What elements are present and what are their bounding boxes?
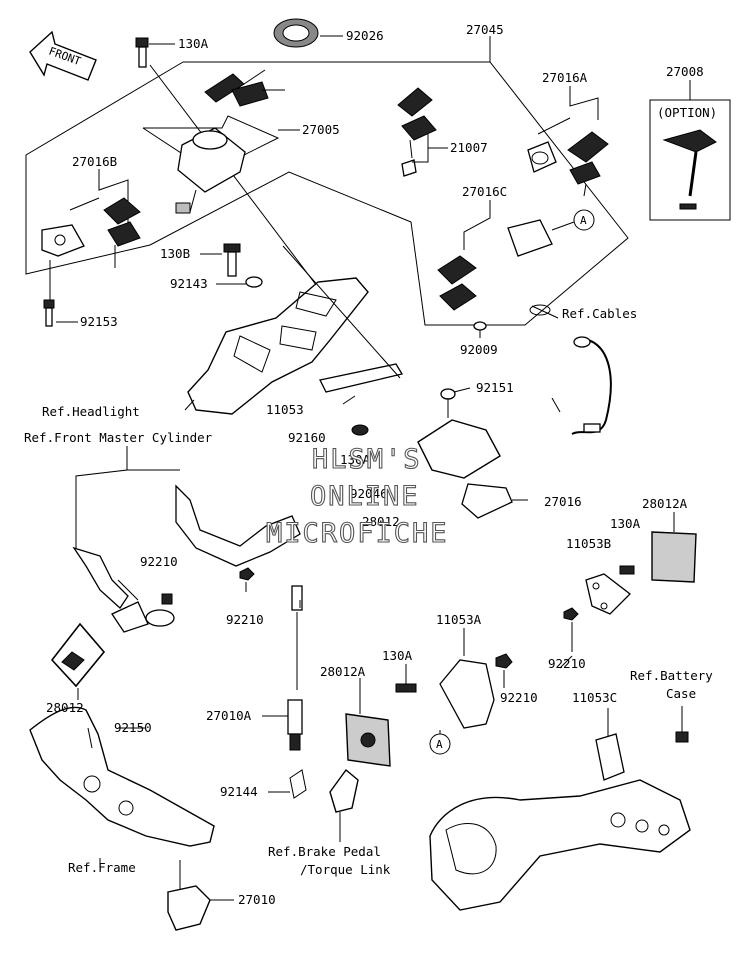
ref-battery-label-1: Ref.Battery bbox=[630, 668, 713, 683]
callout-28012-left: 28012 bbox=[46, 700, 84, 715]
callout-92151: 92151 bbox=[476, 380, 514, 395]
callout-130a-right: 130A bbox=[610, 516, 641, 531]
ref-cables-label: Ref.Cables bbox=[562, 306, 637, 321]
bracket-11053b bbox=[563, 565, 635, 652]
battery-case-frame bbox=[429, 779, 691, 911]
callout-92009: 92009 bbox=[460, 342, 498, 357]
upper-bracket bbox=[184, 245, 404, 436]
callout-28012a-right: 28012A bbox=[642, 496, 688, 511]
nut-92210-middle bbox=[239, 567, 255, 592]
callout-92160: 92160 bbox=[288, 430, 326, 445]
reflector-28012-left bbox=[50, 622, 106, 700]
ref-frame-label: Ref.Frame bbox=[68, 860, 136, 875]
watermark-line-2: ONLINE bbox=[310, 481, 420, 512]
callout-21007: 21007 bbox=[450, 140, 488, 155]
ref-headlight-label: Ref.Headlight bbox=[42, 404, 140, 419]
circle-a-low-label: A bbox=[436, 738, 443, 751]
key-set-21007 bbox=[397, 87, 448, 177]
callout-27045: 27045 bbox=[466, 22, 504, 37]
screw-92151 bbox=[440, 388, 456, 418]
callout-11053c: 11053C bbox=[572, 690, 617, 705]
screw-92009 bbox=[473, 321, 487, 338]
lock-bracket-27016 bbox=[417, 419, 528, 519]
ref-brake-label-1: Ref.Brake Pedal bbox=[268, 844, 381, 859]
key-set-27016b bbox=[41, 169, 141, 327]
key-set-27016a bbox=[527, 86, 609, 197]
front-arrow-icon: FRONT bbox=[29, 30, 97, 81]
cable-ref-cables bbox=[529, 304, 612, 435]
circle-a-top-label: A bbox=[580, 214, 587, 227]
callout-92143: 92143 bbox=[170, 276, 208, 291]
callout-27010a: 27010A bbox=[206, 708, 252, 723]
callout-27016c: 27016C bbox=[462, 184, 507, 199]
callout-130a-top: 130A bbox=[178, 36, 209, 51]
callout-27005: 27005 bbox=[302, 122, 340, 137]
ref-battery-label-2: Case bbox=[666, 686, 696, 701]
callout-92153: 92153 bbox=[80, 314, 118, 329]
key-set-27005 bbox=[142, 69, 300, 173]
callout-27008: 27008 bbox=[666, 64, 704, 79]
callout-130a-mid: 130A bbox=[340, 452, 371, 467]
callout-27016: 27016 bbox=[544, 494, 582, 509]
frame-left bbox=[29, 706, 215, 868]
switch-27010 bbox=[167, 860, 234, 931]
callout-92046: 92046 bbox=[350, 486, 388, 501]
callout-130a-low: 130A bbox=[382, 648, 413, 663]
reflector-28012a-right bbox=[651, 512, 697, 583]
ignition-switch-body bbox=[175, 127, 246, 214]
callout-92210-c: 92210 bbox=[548, 656, 586, 671]
callout-92210-b: 92210 bbox=[226, 612, 264, 627]
ref-front-master-label: Ref.Front Master Cylinder bbox=[24, 430, 213, 445]
callout-130b: 130B bbox=[160, 246, 190, 261]
switch-27010a bbox=[262, 585, 359, 842]
callout-28012a-low: 28012A bbox=[320, 664, 366, 679]
callout-92144: 92144 bbox=[220, 784, 258, 799]
callout-11053b: 11053B bbox=[566, 536, 611, 551]
option-key-box bbox=[649, 80, 731, 221]
watermark-line-1: HLSM'S bbox=[312, 444, 422, 475]
callout-11053: 11053 bbox=[266, 402, 304, 417]
key-set-27016c bbox=[437, 200, 595, 311]
reflector-28012a-low bbox=[345, 678, 391, 767]
bolt-130b bbox=[200, 243, 263, 288]
callout-92150: 92150 bbox=[114, 720, 152, 735]
bracket-11053a bbox=[395, 628, 513, 755]
callout-27010: 27010 bbox=[238, 892, 276, 907]
callout-28012-mid: 28012 bbox=[362, 514, 400, 529]
callout-27016b: 27016B bbox=[72, 154, 117, 169]
callout-27016a: 27016A bbox=[542, 70, 588, 85]
callout-92210-a: 92210 bbox=[140, 554, 178, 569]
front-master-bracket bbox=[72, 446, 301, 633]
bracket-11053c bbox=[595, 706, 689, 781]
callout-11053a: 11053A bbox=[436, 612, 482, 627]
option-label: (OPTION) bbox=[657, 105, 717, 120]
ref-brake-label-2: /Torque Link bbox=[300, 862, 391, 877]
callout-92210-d: 92210 bbox=[500, 690, 538, 705]
leader-lines bbox=[118, 387, 573, 729]
watermark-line-3: MICROFICHE bbox=[266, 518, 449, 549]
callout-92026: 92026 bbox=[346, 28, 384, 43]
seal-92026 bbox=[273, 18, 343, 48]
